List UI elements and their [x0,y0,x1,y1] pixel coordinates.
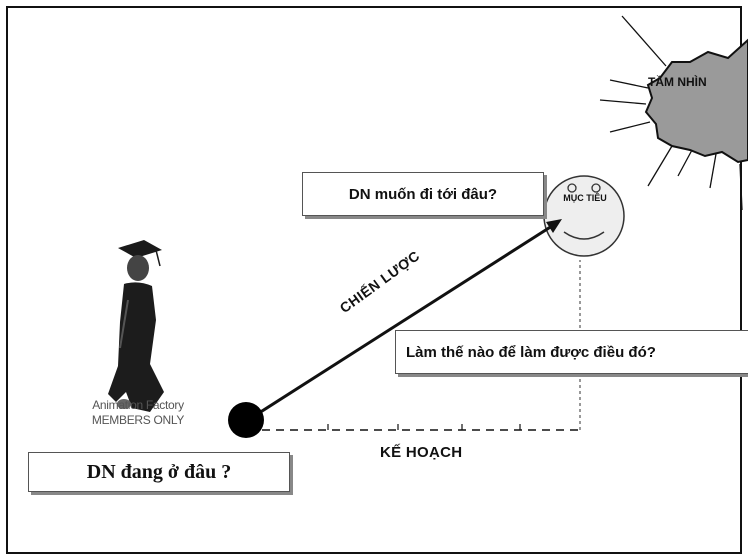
figure-caption: Animation Factory MEMBERS ONLY [78,398,198,428]
how-question-box: Làm thế nào để làm được điều đó? [395,330,748,374]
graduate-figure-icon [108,240,164,412]
sun-icon [599,15,748,211]
plan-label: KẾ HOẠCH [380,444,463,461]
target-question-box: DN muốn đi tới đâu? [302,172,544,216]
strategy-arrow [247,219,562,422]
vision-label: TẦM NHÌN [648,75,707,89]
caption-line-2: MEMBERS ONLY [91,413,185,427]
goal-smiley-icon [543,175,625,257]
goal-label: MỤC TIÊU [563,193,607,203]
caption-line-1: Animation Factory [92,398,184,412]
start-point [228,402,264,438]
diagram-frame [6,6,742,554]
current-position-box: DN đang ở đâu ? [28,452,290,492]
